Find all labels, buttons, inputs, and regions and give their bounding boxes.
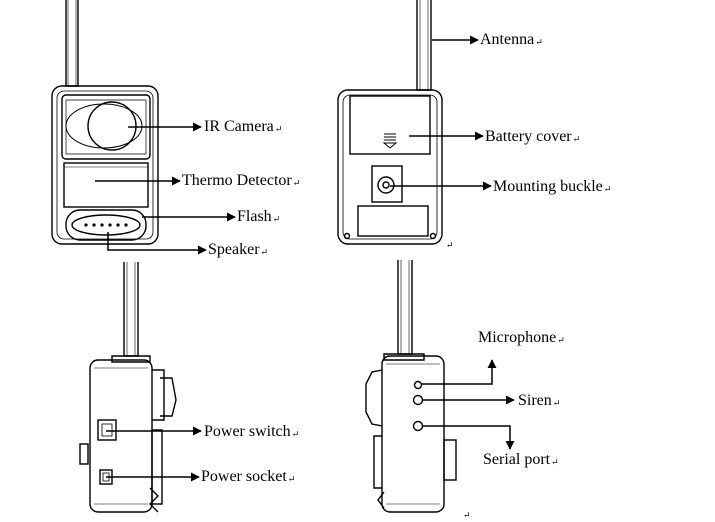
speaker-grille [71, 214, 141, 236]
antenna-label: Antenna↵ [480, 31, 543, 48]
ir-camera-lens-inner [87, 101, 137, 151]
right-side-body [381, 355, 445, 513]
front-antenna [65, 0, 79, 87]
mounting-buckle-label: Mounting buckle↵ [493, 178, 612, 195]
microphone-label: Microphone↵ [478, 329, 565, 346]
flash-label: Flash↵ [237, 208, 281, 225]
back-view [337, 0, 443, 245]
left-side-antenna [123, 262, 139, 357]
mounting-buckle-hole [377, 176, 395, 194]
siren-port [412, 394, 424, 406]
left-side-body [89, 359, 153, 513]
thermo-detector-window [63, 162, 149, 208]
left-side-view [79, 262, 177, 513]
power-switch-label: Power switch↵ [204, 423, 300, 440]
serial-port-socket [412, 420, 424, 432]
front-body [51, 85, 159, 245]
speaker-arrow [107, 232, 207, 255]
speaker-holes [84, 223, 128, 227]
ir-camera-label: IR Camera↵ [204, 118, 283, 135]
thermo-detector-label: Thermo Detector↵ [182, 172, 301, 189]
right-side-antenna [397, 260, 413, 355]
return-mark-right-view: ↵ [463, 510, 471, 520]
microphone-hole [413, 380, 423, 390]
front-view [51, 0, 159, 245]
serial-port-arrow [422, 425, 515, 450]
power-switch [97, 419, 117, 441]
power-socket-label: Power socket↵ [201, 468, 296, 485]
serial-port-label: Serial port↵ [483, 451, 559, 468]
siren-label: Siren↵ [518, 392, 561, 409]
mounting-buckle-frame [371, 165, 403, 203]
right-side-view [365, 260, 457, 513]
back-antenna [416, 0, 432, 91]
flash-window [65, 209, 147, 241]
microphone-arrow [421, 359, 497, 385]
battery-cover-panel [349, 95, 431, 155]
back-body [337, 89, 443, 245]
battery-cover-label: Battery cover↵ [485, 128, 581, 145]
return-mark-back-view: ↵ [446, 240, 454, 250]
back-label-plate [357, 205, 429, 237]
battery-cover-latch [382, 133, 398, 149]
speaker-label: Speaker↵ [208, 241, 269, 258]
